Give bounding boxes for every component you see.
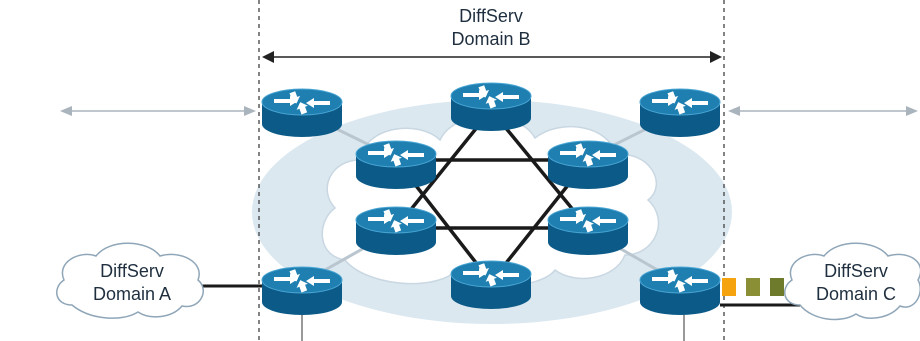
- domain-c-line1: DiffServ: [824, 261, 888, 281]
- router-icon: [547, 206, 629, 256]
- router-icon: [261, 266, 343, 316]
- domain-b-line2: Domain B: [451, 29, 530, 49]
- domain-a-line1: DiffServ: [100, 261, 164, 281]
- packet-icon: [722, 278, 784, 296]
- domain-c-line2: Domain C: [816, 284, 896, 304]
- domain-a-cloud: [56, 242, 204, 319]
- router-icon: [639, 266, 721, 316]
- domain-a-line2: Domain A: [93, 284, 171, 304]
- router-icon: [639, 88, 721, 138]
- double-arrow-icon: [262, 51, 722, 63]
- domain-b-line1: DiffServ: [459, 6, 523, 26]
- right-span-arrow: [728, 106, 918, 116]
- router-icon: [450, 260, 532, 310]
- router-icon: [261, 88, 343, 138]
- left-span-arrow: [60, 106, 256, 116]
- router-icon: [450, 82, 532, 132]
- router-icon: [355, 206, 437, 256]
- router-icon: [547, 140, 629, 190]
- router-icon: [355, 140, 437, 190]
- domain-c-cloud: [784, 242, 920, 321]
